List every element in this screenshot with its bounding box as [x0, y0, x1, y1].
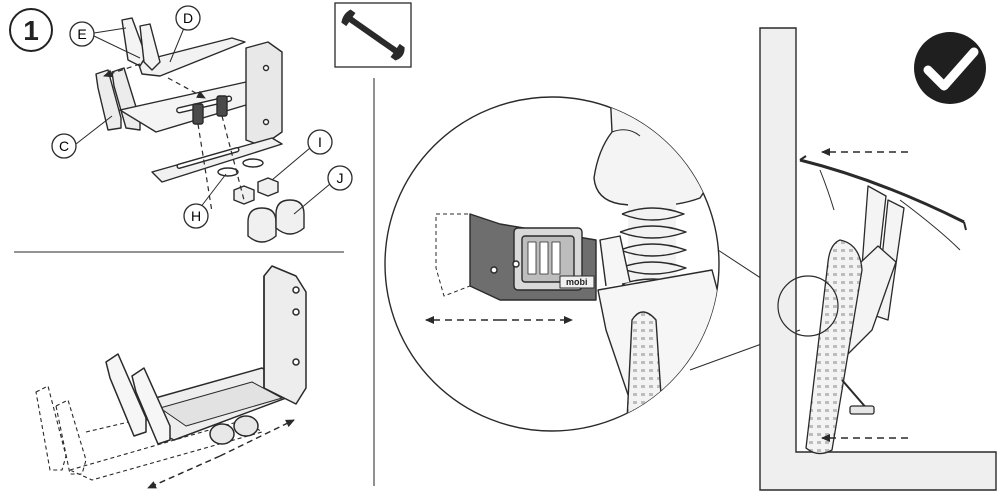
nut-i-2: [257, 177, 279, 197]
step-number: 1: [23, 15, 39, 46]
bracket-cap-1: [209, 423, 235, 445]
callout-e-label: E: [77, 26, 86, 42]
washer-h-2: [242, 158, 264, 168]
step-badge: 1: [9, 8, 53, 52]
mounted-bike: [799, 155, 967, 455]
assembled-bracket: [35, 265, 307, 481]
wall: [759, 27, 997, 491]
bracket-base-inner: [159, 381, 283, 427]
bike-tire: [805, 239, 863, 455]
checkmark-icon: [914, 32, 986, 104]
exploded-assembly: [95, 17, 305, 243]
callout-i: I: [307, 129, 333, 155]
push-arrows: [821, 148, 908, 442]
callout-c: C: [51, 133, 77, 159]
bottom-plate: [151, 137, 283, 183]
pedal-brand-label: mobi: [566, 277, 588, 287]
wrench-icon: [341, 9, 405, 61]
callout-i-label: I: [318, 134, 322, 150]
nut-i-1: [233, 185, 255, 205]
callout-d-label: D: [183, 10, 193, 26]
callout-j: J: [327, 165, 353, 191]
clip-e-1: [121, 17, 147, 67]
callout-h-label: H: [191, 208, 201, 224]
bottom-slot: [176, 147, 240, 169]
handlebar: [799, 158, 965, 224]
callout-h: H: [183, 203, 209, 229]
tool-box: [334, 2, 412, 68]
slide-plate-d: [137, 37, 246, 77]
callout-leaders: [75, 27, 331, 215]
cap-j-2: [275, 199, 305, 235]
clip-e-2: [139, 23, 161, 71]
bracket-front-wall-1: [105, 353, 147, 437]
slide-direction-arrow: [147, 419, 295, 489]
callout-c-label: C: [59, 138, 69, 154]
callout-j-label: J: [337, 170, 344, 186]
detail-ring: [777, 275, 839, 337]
callout-e: E: [69, 21, 95, 47]
bracket-cap-2: [233, 415, 259, 437]
assembly-guides: [103, 63, 245, 213]
bracket-back-plate: [263, 265, 307, 405]
cap-j-1: [247, 207, 277, 243]
callout-d: D: [175, 5, 201, 31]
bracket-front-wall-2: [131, 367, 171, 445]
back-plate: [245, 41, 283, 147]
washer-h-1: [217, 167, 239, 177]
zoom-detail: mobi: [384, 96, 720, 432]
